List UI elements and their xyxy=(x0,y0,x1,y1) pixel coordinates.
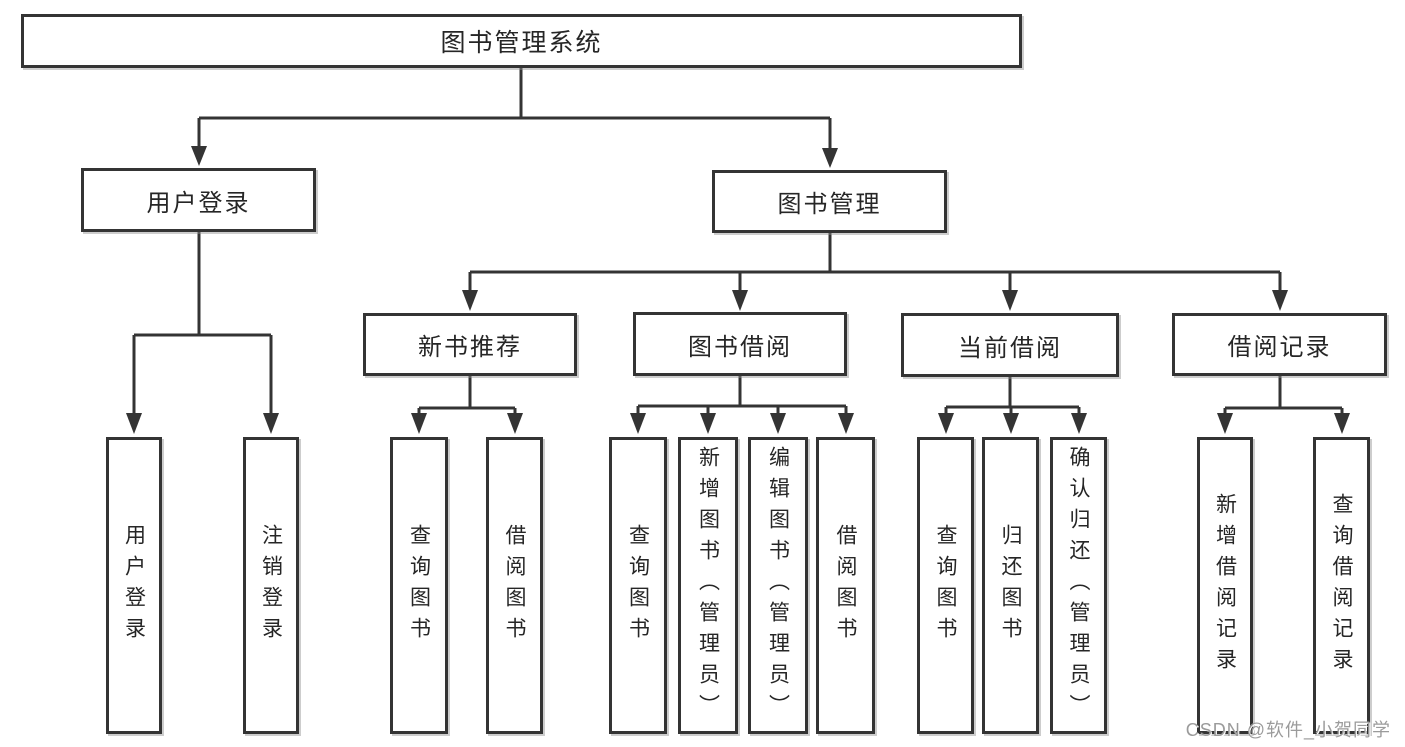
leaf-logout-label: 注销登录 xyxy=(259,523,283,648)
arrowhead-icon xyxy=(263,413,279,434)
arrowhead-icon xyxy=(1272,290,1288,311)
arrowhead-icon xyxy=(1334,413,1350,434)
arrowhead-icon xyxy=(126,413,142,434)
connector-book-borrow-to-leaves xyxy=(630,376,854,434)
leaf-newbook-borrow-books: 借阅图书 xyxy=(486,437,543,734)
leaf-user-login: 用户登录 xyxy=(106,437,162,734)
arrowhead-icon xyxy=(938,413,954,434)
leaf-newbook-query-books-label: 查询图书 xyxy=(407,523,431,648)
leaf-add-books-admin: 新增图书（管理员） xyxy=(678,437,738,734)
leaf-newbook-borrow-books-label: 借阅图书 xyxy=(503,523,526,648)
node-book-management-label: 图书管理 xyxy=(777,191,882,218)
node-borrow-records: 借阅记录 xyxy=(1172,313,1387,376)
leaf-add-borrow-record-label: 新增借阅记录 xyxy=(1213,492,1237,679)
connector-root-to-level2 xyxy=(191,68,838,168)
node-borrow-records-label: 借阅记录 xyxy=(1227,334,1332,361)
arrowhead-icon xyxy=(700,413,716,434)
node-current-borrow: 当前借阅 xyxy=(901,313,1119,377)
node-current-borrow-label: 当前借阅 xyxy=(958,334,1062,362)
arrowhead-icon xyxy=(1071,413,1087,434)
leaf-query-borrow-record: 查询借阅记录 xyxy=(1313,437,1370,734)
leaf-borrow-books: 借阅图书 xyxy=(816,437,875,734)
arrowhead-icon xyxy=(630,413,646,434)
leaf-edit-books-admin-label: 编辑图书（管理员） xyxy=(766,446,790,725)
leaf-borrow-query-books-label: 查询图书 xyxy=(626,523,650,648)
leaf-borrow-query-books: 查询图书 xyxy=(609,437,667,734)
leaf-return-books: 归还图书 xyxy=(982,437,1039,734)
arrowhead-icon xyxy=(838,413,854,434)
node-root: 图书管理系统 xyxy=(21,14,1022,68)
node-user-login-label: 用户登录 xyxy=(146,189,251,217)
leaf-add-borrow-record: 新增借阅记录 xyxy=(1197,437,1253,734)
leaf-edit-books-admin: 编辑图书（管理员） xyxy=(748,437,808,734)
node-user-login: 用户登录 xyxy=(81,168,316,232)
arrowhead-icon xyxy=(822,148,838,168)
leaf-return-books-label: 归还图书 xyxy=(999,523,1022,648)
connector-user-login-to-leaves xyxy=(126,232,279,434)
node-new-book-recommend-label: 新书推荐 xyxy=(418,334,522,361)
arrowhead-icon xyxy=(1002,290,1018,311)
leaf-confirm-return-admin-label: 确认归还（管理员） xyxy=(1067,446,1090,725)
arrowhead-icon xyxy=(1003,413,1019,434)
node-root-label: 图书管理系统 xyxy=(440,29,603,57)
node-book-borrow: 图书借阅 xyxy=(633,312,847,376)
arrowhead-icon xyxy=(191,146,207,166)
leaf-current-query-books: 查询图书 xyxy=(917,437,974,734)
leaf-borrow-books-label: 借阅图书 xyxy=(834,523,857,648)
arrowhead-icon xyxy=(411,413,427,434)
connector-current-borrow-to-leaves xyxy=(938,377,1087,434)
leaf-current-query-books-label: 查询图书 xyxy=(934,523,957,648)
connector-borrow-record-to-leaves xyxy=(1217,376,1350,434)
leaf-add-books-admin-label: 新增图书（管理员） xyxy=(696,446,720,725)
leaf-logout: 注销登录 xyxy=(243,437,299,734)
node-book-borrow-label: 图书借阅 xyxy=(688,333,792,361)
arrowhead-icon xyxy=(462,290,478,311)
leaf-user-login-label: 用户登录 xyxy=(122,523,146,648)
leaf-confirm-return-admin: 确认归还（管理员） xyxy=(1050,437,1107,734)
connector-book-mgmt-to-level3 xyxy=(462,233,1288,311)
connector-new-book-to-leaves xyxy=(411,376,523,434)
arrowhead-icon xyxy=(507,413,523,434)
node-new-book-recommend: 新书推荐 xyxy=(363,313,577,376)
node-book-management: 图书管理 xyxy=(712,170,947,233)
arrowhead-icon xyxy=(770,413,786,434)
arrowhead-icon xyxy=(1217,413,1233,434)
csdn-watermark: CSDN @软件_小贺同学 xyxy=(1185,720,1391,740)
leaf-newbook-query-books: 查询图书 xyxy=(390,437,448,734)
leaf-query-borrow-record-label: 查询借阅记录 xyxy=(1330,492,1353,679)
arrowhead-icon xyxy=(732,290,748,311)
